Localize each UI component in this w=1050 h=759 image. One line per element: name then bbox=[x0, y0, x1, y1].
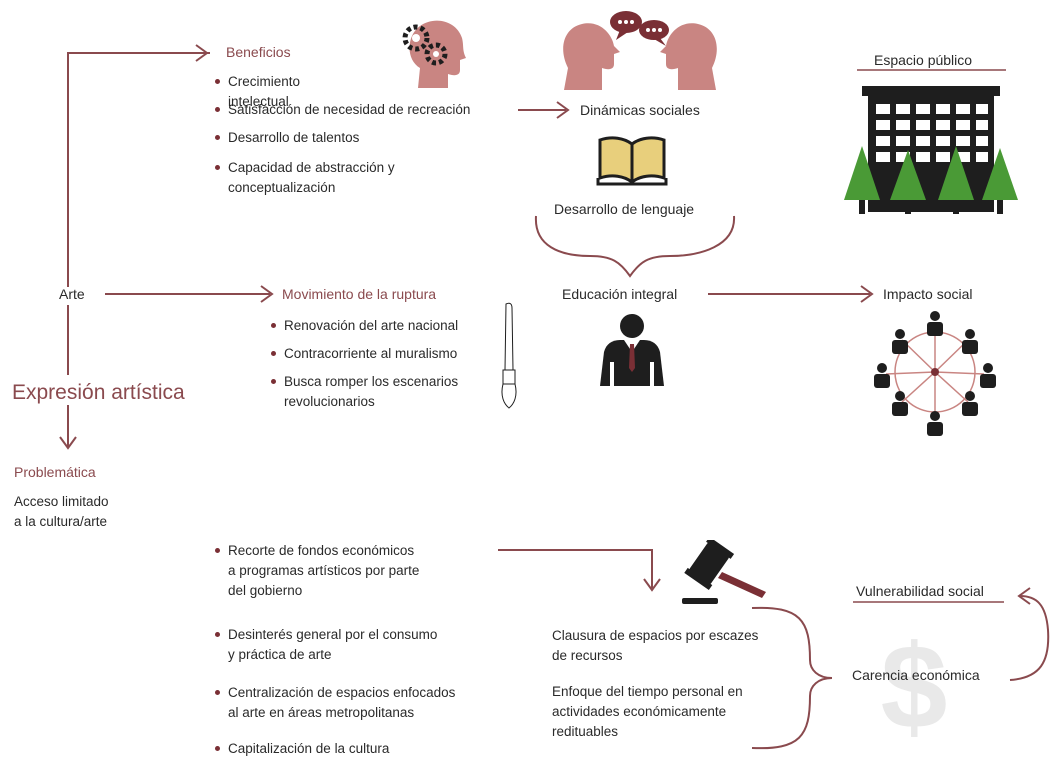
text-line: Crecimiento intelectual bbox=[228, 74, 301, 109]
list-item: Recorte de fondos económicos a programas … bbox=[215, 541, 420, 601]
arrowhead bbox=[1017, 587, 1031, 605]
arrowhead bbox=[195, 44, 209, 62]
text-line: Capitalización de la cultura bbox=[228, 741, 390, 756]
text-line: Recorte de fondos económicos bbox=[228, 543, 415, 558]
arrowhead bbox=[643, 578, 661, 592]
list-item: Capitalización de la cultura bbox=[215, 739, 390, 759]
consecuencia-enfoque: Enfoque del tiempo personal en actividad… bbox=[552, 682, 743, 742]
text-line: actividades económicamente bbox=[552, 704, 727, 719]
label-educacion: Educación integral bbox=[562, 286, 678, 302]
label-problematica: Problemática bbox=[14, 464, 96, 480]
arrowhead bbox=[860, 285, 874, 303]
label-impacto: Impacto social bbox=[883, 286, 973, 302]
text-line: Contracorriente al muralismo bbox=[284, 346, 458, 361]
list-item: Desarrollo de talentos bbox=[215, 128, 360, 148]
text-line: Satisfacción de necesidad de recreación bbox=[228, 102, 471, 117]
consecuencia-clausura: Clausura de espacios por escazes de recu… bbox=[552, 626, 758, 666]
list-item: Capacidad de abstracción y conceptualizac… bbox=[215, 158, 395, 198]
label-desarrollo-lenguaje: Desarrollo de lenguaje bbox=[554, 201, 695, 217]
text-line: Renovación del arte nacional bbox=[284, 318, 459, 333]
text-line: Desinterés general por el consumo bbox=[228, 627, 438, 642]
text-line: Clausura de espacios por escazes bbox=[552, 628, 759, 643]
person-suit-icon bbox=[600, 314, 664, 386]
label-movimiento: Movimiento de la ruptura bbox=[282, 286, 437, 302]
arrow-to-clausura bbox=[498, 549, 653, 588]
gavel-icon bbox=[682, 540, 766, 604]
arrowhead bbox=[59, 436, 77, 450]
svg-text:$: $ bbox=[881, 620, 948, 740]
text-line: de recursos bbox=[552, 648, 623, 663]
list-item: Satisfacción de necesidad de recreación bbox=[215, 100, 471, 120]
dollar-icon: $ bbox=[881, 620, 948, 740]
list-item: Crecimiento intelectual bbox=[215, 72, 301, 112]
arrowhead bbox=[260, 285, 274, 303]
text-line: Busca romper los escenarios bbox=[284, 374, 459, 389]
curly-brace-educacion bbox=[534, 215, 736, 278]
paintbrush-icon bbox=[501, 302, 517, 409]
text-line: a programas artísticos por parte bbox=[228, 563, 420, 578]
list-item: Busca romper los escenarios revolucionari… bbox=[271, 372, 459, 412]
label-dinamicas: Dinámicas sociales bbox=[580, 102, 700, 118]
label-arte: Arte bbox=[59, 286, 85, 302]
speech-bubble-heads-icon bbox=[563, 11, 717, 90]
label-beneficios: Beneficios bbox=[226, 44, 291, 60]
text-line: conceptualización bbox=[228, 180, 336, 195]
text-line: redituables bbox=[552, 724, 619, 739]
book-icon bbox=[596, 136, 668, 186]
text-line: Acceso limitado bbox=[14, 494, 109, 509]
text-line: Centralización de espacios enfocados bbox=[228, 685, 456, 700]
list-item: Centralización de espacios enfocados al a… bbox=[215, 683, 456, 723]
curly-brace-carencia bbox=[751, 606, 833, 750]
text-line: a la cultura/arte bbox=[14, 514, 108, 529]
text-line: Desarrollo de talentos bbox=[228, 130, 360, 145]
arrow-to-beneficios bbox=[67, 52, 210, 287]
main-title: Expresión artística bbox=[12, 381, 185, 404]
arrowhead bbox=[556, 101, 570, 119]
network-people-icon bbox=[874, 311, 996, 436]
gears-head-icon bbox=[402, 20, 466, 89]
label-acceso: Acceso limitado a la cultura/arte bbox=[14, 492, 109, 532]
arrow-to-vulnerabilidad bbox=[1009, 595, 1050, 681]
label-vulnerabilidad: Vulnerabilidad social bbox=[856, 583, 984, 599]
text-line: del gobierno bbox=[228, 583, 303, 598]
building-trees-icon bbox=[844, 86, 1018, 214]
label-espacio: Espacio público bbox=[874, 52, 973, 68]
list-item: Desinterés general por el consumo y práct… bbox=[215, 625, 438, 665]
list-item: Renovación del arte nacional bbox=[271, 316, 459, 336]
label-carencia: Carencia económica bbox=[852, 667, 980, 683]
text-line: Enfoque del tiempo personal en bbox=[552, 684, 743, 699]
text-line: Capacidad de abstracción y bbox=[228, 160, 395, 175]
text-line: y práctica de arte bbox=[228, 647, 332, 662]
list-item: Contracorriente al muralismo bbox=[271, 344, 458, 364]
text-line: revolucionarios bbox=[284, 394, 375, 409]
text-line: al arte en áreas metropolitanas bbox=[228, 705, 415, 720]
